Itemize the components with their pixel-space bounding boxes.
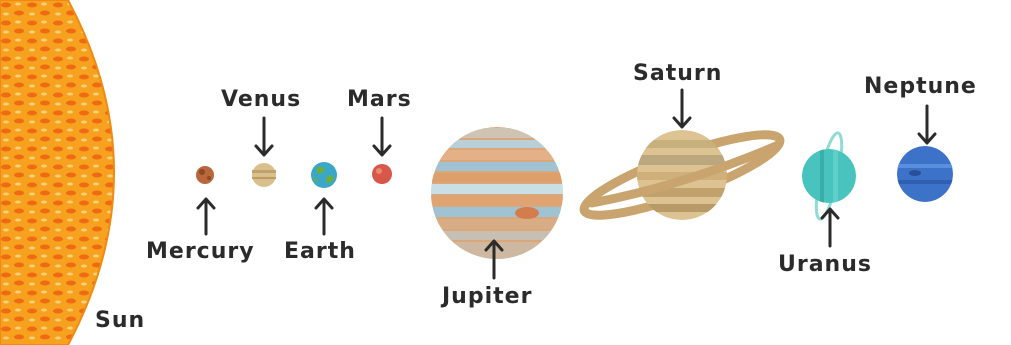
mercury-label: Mercury bbox=[146, 241, 255, 263]
mars bbox=[372, 164, 392, 184]
sun-label: Sun bbox=[95, 310, 145, 332]
earth-label: Earth bbox=[284, 241, 356, 263]
mercury-arrow bbox=[196, 196, 216, 236]
neptune-arrow bbox=[917, 104, 937, 146]
sun bbox=[0, 0, 114, 345]
jupiter-label: Jupiter bbox=[442, 286, 532, 308]
venus-arrow bbox=[254, 116, 274, 158]
uranus-label: Uranus bbox=[778, 254, 872, 276]
saturn-arrow bbox=[672, 88, 692, 130]
neptune bbox=[897, 146, 953, 202]
mars-arrow bbox=[372, 116, 392, 158]
saturn-label: Saturn bbox=[633, 63, 722, 85]
earth bbox=[311, 162, 337, 188]
venus-label: Venus bbox=[221, 89, 301, 111]
neptune-label: Neptune bbox=[864, 76, 977, 98]
mars-label: Mars bbox=[347, 89, 412, 111]
saturn bbox=[577, 121, 786, 230]
mercury bbox=[196, 166, 214, 184]
jupiter-arrow bbox=[484, 238, 504, 280]
earth-arrow bbox=[314, 196, 334, 236]
venus bbox=[252, 163, 276, 187]
uranus-arrow bbox=[820, 206, 840, 248]
